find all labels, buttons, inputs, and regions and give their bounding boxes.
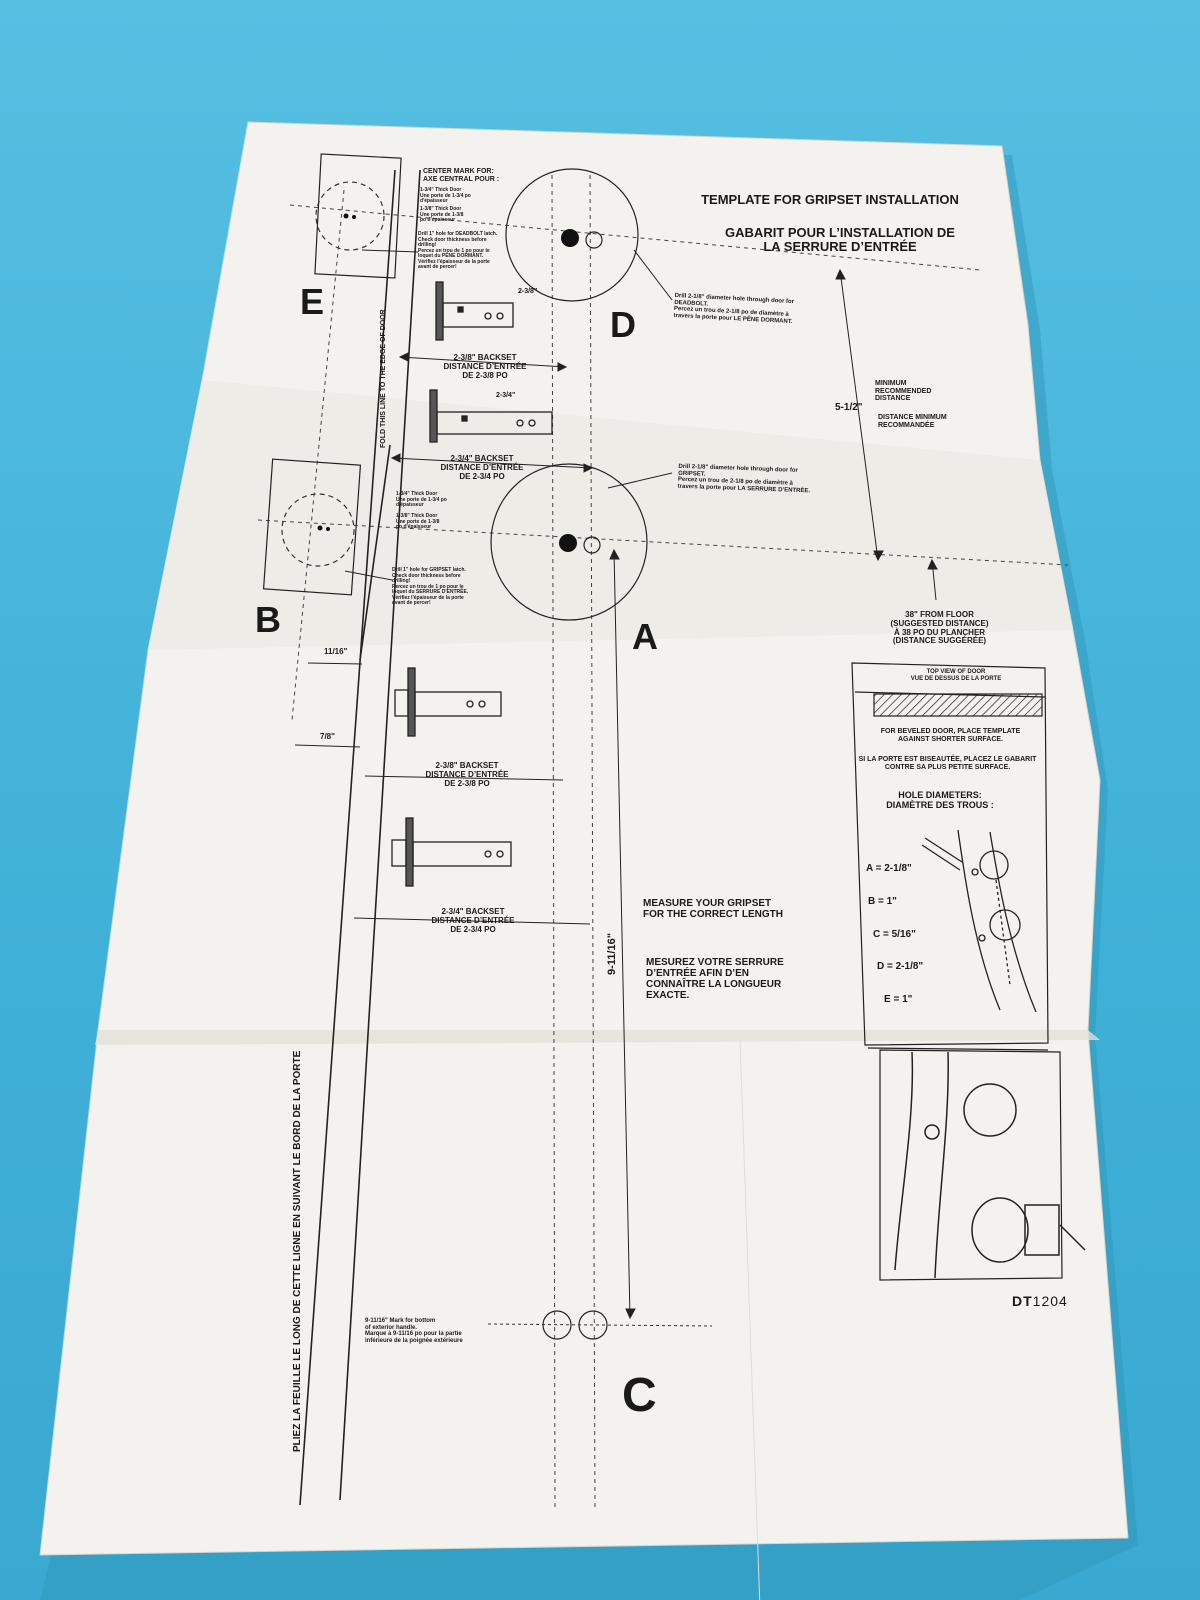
gripset-latch-note: Drill 1" hole for GRIPSET latch. Check d…	[392, 567, 469, 606]
circle-d	[505, 168, 639, 302]
dim-5-1-2: 5-1/2"	[835, 402, 863, 413]
letter-a: A	[632, 616, 658, 657]
top-view-label: TOP VIEW OF DOOR VUE DE DESSUS DE LA POR…	[910, 669, 1002, 682]
gripset-hole-note: Drill 2-1/8" diameter hole through door …	[677, 463, 811, 495]
floor-distance: 38" FROM FLOOR (SUGGESTED DISTANCE) À 38…	[890, 610, 989, 646]
backset-2-3-8-bottom: 2-3/8" BACKSET DISTANCE D’ENTRÉE DE 2-3/…	[425, 761, 509, 788]
dashed-guides	[257, 174, 1069, 1511]
measure-en: MEASURE YOUR GRIPSET FOR THE CORRECT LEN…	[643, 898, 783, 920]
backset-2-3-8-top: 2-3/8" BACKSET DISTANCE D’ENTRÉE DE 2-3/…	[443, 353, 527, 380]
dimension-arrows	[294, 268, 938, 1320]
hole-e-label: E = 1"	[884, 994, 913, 1005]
title-fr: GABARIT POUR L’INSTALLATION DE LA SERRUR…	[725, 225, 955, 255]
hole-c-label: C = 5/16"	[873, 929, 916, 940]
thick-door-2-e: 1-3/8" Thick Door Une porte de 1-3/8 po …	[420, 206, 464, 223]
beveled-en: FOR BEVELED DOOR, PLACE TEMPLATE AGAINST…	[880, 728, 1021, 743]
letter-b: B	[255, 599, 281, 640]
hole-diameters-title: HOLE DIAMETERS: DIAMÈTRE DES TROUS :	[886, 790, 994, 810]
min-distance-fr: DISTANCE MINIMUM RECOMMANDÉE	[878, 414, 947, 429]
hole-a-label: A = 2-1/8"	[866, 863, 912, 874]
latch-drawing-3	[394, 667, 502, 737]
dim-7-8: 7/8"	[320, 732, 335, 741]
title-en: TEMPLATE FOR GRIPSET INSTALLATION	[701, 192, 959, 207]
backset-2-3-4-bottom: 2-3/4" BACKSET DISTANCE D’ENTRÉE DE 2-3/…	[431, 907, 515, 934]
latch-drawing-1	[435, 281, 514, 341]
dim-9-11-16: 9-11/16"	[606, 933, 618, 975]
circle-a	[490, 463, 648, 621]
dim-11-16: 11/16"	[324, 647, 348, 656]
circle-c-left	[542, 1310, 572, 1340]
model-prefix: DT	[1012, 1293, 1033, 1309]
measure-fr: MESUREZ VOTRE SERRURE D’ENTRÉE AFIN D’EN…	[646, 957, 784, 1001]
model-number: 1204	[1032, 1293, 1068, 1309]
deadbolt-latch-note: Drill 1" hole for DEADBOLT latch. Check …	[418, 231, 498, 270]
letter-e: E	[300, 281, 325, 322]
hole-d-label: D = 2-1/8"	[877, 961, 924, 972]
box-b	[262, 458, 362, 596]
side-fold-text: PLIEZ LA FEUILLE LE LONG DE CETTE LIGNE …	[292, 1050, 303, 1452]
top-view-panel	[851, 662, 1063, 1281]
bottom-mark-note: 9-11/16" Mark for bottom of exterior han…	[365, 1318, 463, 1344]
door-edge-diagram	[921, 829, 1037, 1013]
thick-door-1-e: 1-3/4" Thick Door Une porte de 1-3/4 po …	[420, 187, 471, 204]
center-mark-label: CENTER MARK FOR: AXE CENTRAL POUR :	[423, 168, 500, 183]
dim-2-3-4: 2-3/4"	[496, 392, 516, 399]
box-e	[314, 153, 402, 279]
latch-drawing-2	[429, 389, 553, 443]
thick-door-2-b: 1-3/8" Thick Door Une porte de 1-3/8 po …	[396, 513, 440, 530]
min-distance: MINIMUM RECOMMENDED DISTANCE	[875, 380, 932, 403]
beveled-fr: SI LA PORTE EST BISEAUTÉE, PLACEZ LE GAB…	[858, 756, 1037, 771]
fold-line-label: FOLD THIS LINE TO THE EDGE OF DOOR	[380, 309, 387, 448]
letter-d: D	[610, 304, 636, 345]
backset-2-3-4-top: 2-3/4" BACKSET DISTANCE D’ENTRÉE DE 2-3/…	[440, 454, 524, 481]
latch-drawing-4	[391, 817, 512, 887]
letter-c: C	[622, 1369, 657, 1422]
thick-door-1-b: 1-3/4" Thick Door Une porte de 1-3/4 po …	[396, 491, 447, 508]
dim-2-3-8: 2-3/8"	[518, 288, 538, 295]
lower-door-drawing	[894, 1051, 1086, 1279]
hole-b-label: B = 1"	[868, 896, 897, 907]
edge-lines	[299, 169, 421, 1506]
paper-outline	[39, 121, 1129, 1556]
model-code: DT1204	[1012, 1293, 1068, 1309]
